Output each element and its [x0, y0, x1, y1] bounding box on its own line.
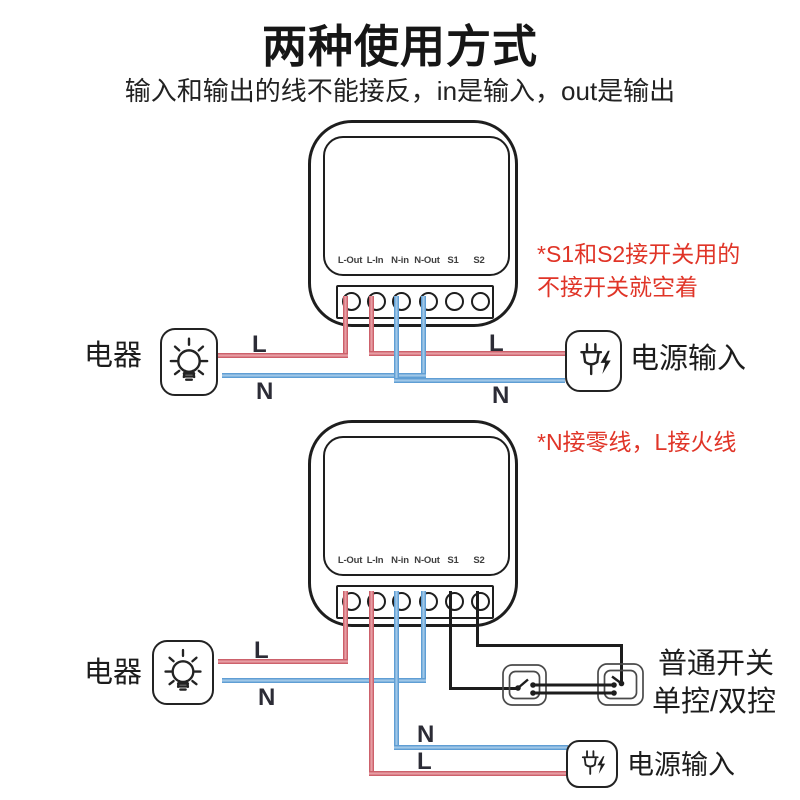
switch-2-contact-upper: [611, 682, 617, 688]
wire-label-n: N: [256, 378, 274, 405]
terminal-label-s2: S2: [473, 255, 485, 266]
switch-caption-line2: 单控/双控: [652, 686, 777, 718]
power-label-top: 电源输入: [630, 343, 747, 375]
annotation-s1-s2-line1: *S1和S2接开关用的: [537, 241, 741, 267]
plug-lightning-icon: [566, 740, 618, 788]
annotation-s1-s2-line2: 不接开关就空着: [537, 274, 698, 300]
terminal-label-n-in: N-in: [391, 255, 409, 266]
wire-top-appliance-l: [218, 352, 348, 358]
terminal-label-s1: S1: [447, 555, 459, 566]
wire-top-l-in-drop: [369, 296, 374, 356]
smart-switch-module-top: L-Out L-In N-in N-Out S1 S2: [308, 120, 518, 327]
terminal-label-s2: S2: [473, 555, 485, 566]
switch-1-common-contact: [515, 685, 521, 691]
wire-top-power-l: [369, 350, 565, 356]
wire-bottom-n-in-drop: [394, 591, 399, 750]
terminal-hole-s1: [445, 292, 464, 311]
terminal-hole-s1: [445, 592, 464, 611]
terminal-label-n-out: N-Out: [414, 555, 440, 566]
wire-top-n-out-drop: [421, 296, 426, 378]
wire-bottom-n-out-drop: [421, 591, 426, 683]
wire-label-l: L: [252, 331, 267, 358]
terminal-label-l-in: L-In: [366, 255, 384, 266]
terminal-label-l-out: L-Out: [337, 555, 363, 566]
wire-top-appliance-n: [222, 373, 426, 378]
wire-label-n: N: [258, 684, 276, 711]
terminal-label-s1: S1: [447, 255, 459, 266]
wire-bottom-appliance-l: [218, 658, 348, 664]
wire-s1-drop: [449, 591, 452, 689]
power-label-bottom: 电源输入: [627, 750, 735, 780]
switch-2-contact-lower: [611, 690, 617, 696]
wire-s2-across: [476, 644, 623, 647]
terminal-hole-s2: [471, 592, 490, 611]
wire-top-n-in-drop: [394, 296, 399, 383]
terminal-strip: [336, 285, 494, 319]
terminal-label-l-in: L-In: [366, 555, 384, 566]
wire-top-l-out-drop: [342, 296, 348, 358]
page-title: 两种使用方式: [261, 21, 538, 72]
lightbulb-icon: [152, 640, 214, 705]
smart-switch-module-bottom: L-Out L-In N-in N-Out S1 S2: [308, 420, 518, 627]
wire-bottom-l-in-drop: [369, 591, 374, 776]
wire-label-l: L: [417, 748, 432, 775]
appliance-label-bottom: 电器: [84, 657, 143, 689]
wire-bottom-l-out-drop: [342, 591, 348, 664]
wire-label-n: N: [417, 721, 435, 748]
lightbulb-icon: [160, 328, 218, 396]
wire-s1-to-switch: [449, 686, 518, 690]
switch-2-common-contact: [618, 680, 625, 687]
wire-bottom-power-n: [394, 744, 568, 750]
module-face: [323, 136, 510, 276]
plug-lightning-icon: [565, 330, 622, 392]
page-subtitle: 输入和输出的线不能接反，in是输入，out是输出: [124, 76, 676, 106]
terminal-strip: [336, 585, 494, 619]
switch-1-contact-lower: [530, 690, 536, 696]
wire-label-l: L: [489, 330, 504, 357]
wire-bottom-power-l: [369, 770, 568, 776]
wall-switch-pair: [502, 663, 644, 706]
wire-s2-drop: [476, 591, 479, 647]
appliance-label-top: 电器: [84, 340, 143, 372]
terminal-label-n-out: N-Out: [414, 255, 440, 266]
terminal-label-n-in: N-in: [391, 555, 409, 566]
wire-bottom-appliance-n: [222, 677, 426, 683]
wire-label-l: L: [254, 637, 269, 664]
wire-label-n: N: [492, 382, 510, 409]
terminal-label-l-out: L-Out: [337, 255, 363, 266]
terminal-hole-s2: [471, 292, 490, 311]
switch-1-contact-upper: [530, 682, 536, 688]
switch-caption-line1: 普通开关: [658, 648, 775, 680]
module-face: [323, 436, 510, 576]
annotation-n-l-wiring: *N接零线，L接火线: [537, 429, 737, 455]
wire-top-power-n: [394, 378, 565, 383]
